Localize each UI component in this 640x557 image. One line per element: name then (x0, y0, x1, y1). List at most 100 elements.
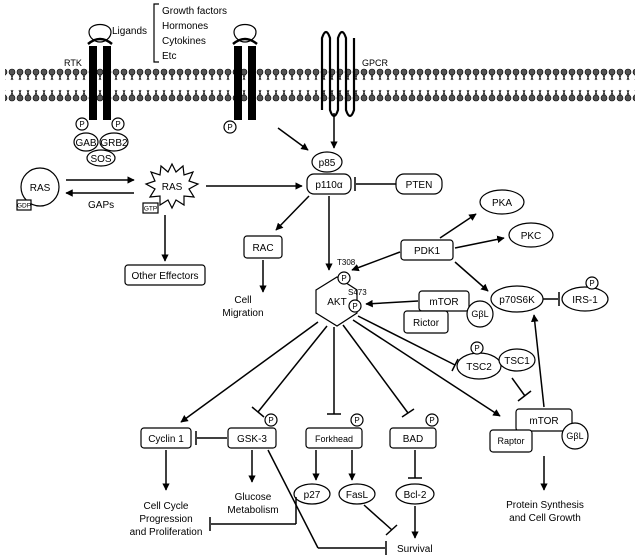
phospho-gsk3 (264, 413, 278, 427)
forkhead-node (305, 427, 363, 449)
ligand-shape-second (233, 23, 257, 43)
forkhead-label: Forkhead (315, 434, 353, 444)
irs1-label: IRS-1 (572, 295, 598, 306)
akt-label: AKT (327, 297, 346, 308)
inhibit-bar (451, 358, 459, 372)
phospho-forkhead (350, 413, 364, 427)
inhibit-bar (251, 406, 265, 418)
pdk1-label: PDK1 (414, 246, 441, 257)
s473-label: S473 (348, 288, 367, 297)
inhibit-bar (517, 390, 532, 402)
bcl2-node (395, 483, 435, 505)
inhibit-fasl-survival (363, 504, 393, 531)
ras-gdp-label: RAS (30, 183, 51, 194)
mtorc2-gbl-label: GβL (471, 309, 488, 319)
sos-node (86, 149, 116, 167)
pkc-node (508, 222, 554, 248)
phospho-label: P (429, 416, 434, 425)
irs1-node (561, 286, 609, 312)
rtk-receptor-second (232, 23, 258, 120)
akt-node (315, 276, 358, 327)
bad-node (389, 427, 437, 449)
phospho-label: P (79, 120, 84, 129)
grb2-label: GRB2 (100, 138, 128, 149)
gtp-badge (142, 202, 159, 214)
pten-label: PTEN (406, 180, 433, 191)
ligand-type-growth-factors: Growth factors (162, 6, 227, 17)
rictor-label: Rictor (413, 318, 440, 329)
outcome-cell-cycle-line2: Progression (139, 514, 192, 525)
bcl2-label: Bcl-2 (404, 490, 427, 501)
phospho-label: P (268, 416, 273, 425)
inhibit-tsc-mtorc1 (511, 377, 526, 397)
ligand-type-cytokines: Cytokines (162, 36, 206, 47)
gaps-label: GAPs (88, 200, 114, 211)
arrow-akt-to-cyclin1 (180, 321, 319, 423)
arrow-pdk1-to-p70s6k (454, 261, 489, 292)
mtorc1-mtor-node (515, 408, 573, 432)
mtorc2-gbl-node (466, 300, 494, 328)
outcome-glucose-line1: Glucose (235, 492, 272, 503)
cell-migration-line1: Cell (234, 295, 251, 306)
rtk-receptor (87, 23, 113, 120)
raptor-node (489, 429, 533, 453)
cyclin1-label: Cyclin 1 (148, 434, 184, 445)
pka-label: PKA (492, 198, 512, 209)
rac-label: RAC (252, 243, 273, 254)
cell-membrane (5, 68, 635, 102)
p85-node (311, 151, 343, 173)
fasl-node (338, 483, 376, 505)
inhibit-akt-tsc2 (357, 315, 456, 366)
outcome-protein-line2: and Cell Growth (509, 513, 581, 524)
t308-label: T308 (337, 258, 356, 267)
gdp-label: GDP (17, 203, 31, 210)
phospho-label: P (115, 120, 120, 129)
phospho-akt-t308 (337, 271, 351, 285)
p110-node (306, 173, 352, 195)
phospho-rtk-left (75, 117, 89, 131)
arrow-p110-to-rac (275, 195, 310, 231)
phospho-label: P (352, 302, 357, 311)
arrow-pdk1-to-akt (351, 251, 401, 272)
ligand-type-hormones: Hormones (162, 21, 208, 32)
inhibit-akt-gsk3 (257, 325, 328, 413)
tsc1-node (498, 348, 536, 372)
outcome-cell-cycle-line1: Cell Cycle (143, 501, 188, 512)
ligands-label: Ligands (112, 26, 147, 37)
pkc-label: PKC (521, 231, 542, 242)
ligand-type-etc: Etc (162, 51, 176, 62)
ras-gdp-node (20, 167, 60, 207)
other-effectors-node (124, 264, 206, 286)
mtorc1-mtor-label: mTOR (529, 416, 558, 427)
arrow-pdk1-to-pkc (454, 235, 505, 249)
p70s6k-label: p70S6K (499, 295, 535, 306)
gpcr-receptor (320, 30, 356, 118)
phospho-rtk2 (223, 120, 237, 134)
phospho-label: P (354, 416, 359, 425)
ligands-bracket (153, 3, 159, 63)
outcome-cell-cycle-line3: and Proliferation (130, 527, 203, 538)
phospho-label: P (474, 344, 479, 353)
ligand-shape (88, 23, 112, 43)
p27-node (293, 483, 331, 505)
mtorc2-mtor-label: mTOR (429, 297, 458, 308)
bad-label: BAD (403, 434, 424, 445)
inhibit-gsk3-survival (267, 449, 319, 549)
phospho-bad (425, 413, 439, 427)
cell-migration-line2: Migration (222, 308, 263, 319)
arrow-mtorc2-to-akt (365, 299, 419, 308)
rtk-label: RTK (64, 58, 82, 68)
arrow-pdk1-to-pka (439, 213, 477, 239)
cyclin1-node (140, 427, 192, 449)
raptor-label: Raptor (497, 436, 524, 446)
mtorc1-gbl-label: GβL (566, 431, 583, 441)
ras-gtp-burst (144, 162, 200, 210)
rictor-node (403, 310, 449, 334)
outcome-glucose-line2: Metabolism (227, 505, 278, 516)
mtorc1-gbl-node (561, 422, 589, 450)
p85-label: p85 (319, 158, 336, 169)
phospho-label: P (589, 279, 594, 288)
gab-label: GAB (75, 138, 96, 149)
tsc2-label: TSC2 (466, 362, 492, 373)
